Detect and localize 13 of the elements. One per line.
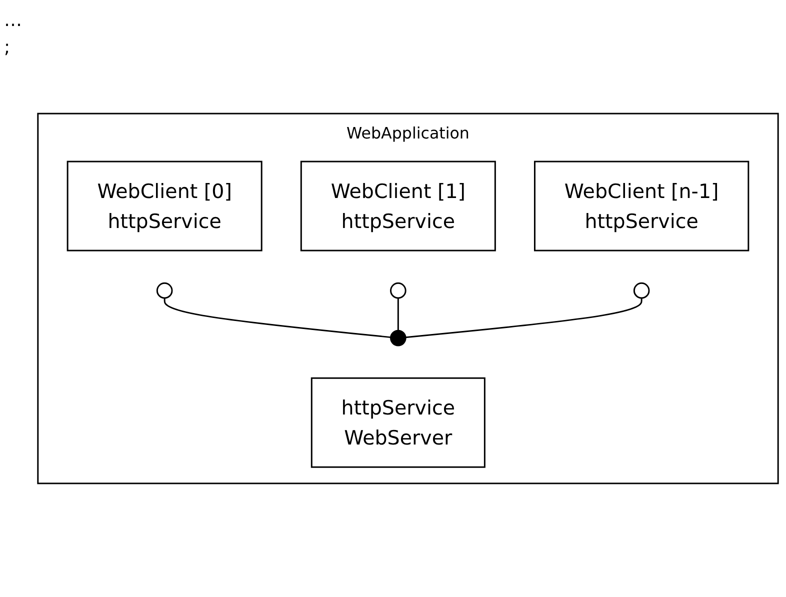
node-circle (390, 282, 406, 299)
note-text: ; (4, 37, 12, 58)
node-box (310, 377, 486, 468)
node-circle (633, 282, 650, 299)
note-text: … (4, 10, 22, 31)
connector (405, 298, 642, 338)
node-box (66, 160, 262, 252)
connector (397, 298, 399, 331)
node-circle (390, 330, 406, 346)
node-box (534, 160, 750, 252)
node-box (300, 160, 496, 252)
connector (164, 298, 391, 338)
node-circle (156, 282, 173, 299)
